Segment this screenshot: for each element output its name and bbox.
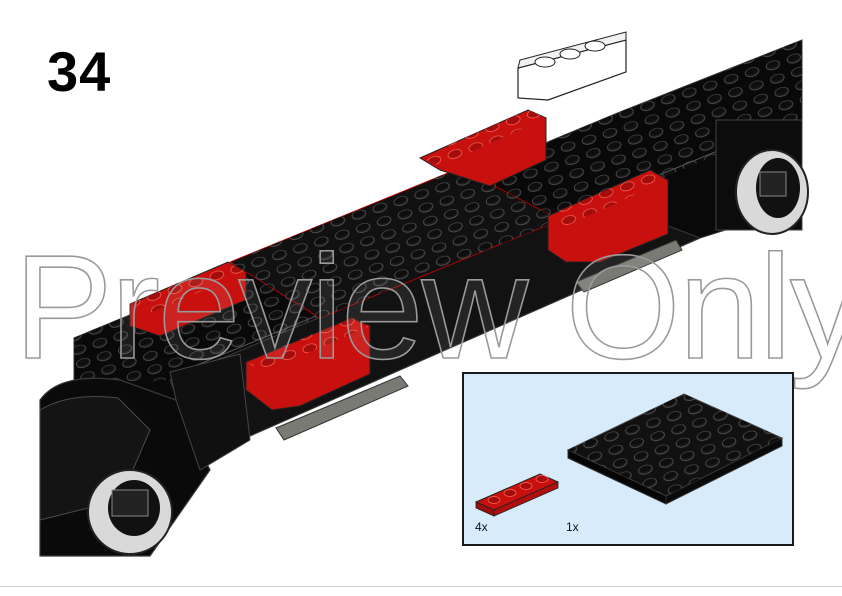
red-plate-left xyxy=(129,261,247,337)
red-plate-top xyxy=(418,109,547,187)
left-cab xyxy=(39,353,251,557)
page-divider xyxy=(0,586,842,587)
parts-illustration xyxy=(474,393,784,517)
step-number: 34 xyxy=(47,40,112,103)
red-plate-bottom xyxy=(245,317,371,411)
right-wheel xyxy=(715,119,809,235)
part-black-plate-6x8 xyxy=(566,393,784,505)
red-plate-right xyxy=(547,169,669,263)
part-red-plate-1x4 xyxy=(474,473,560,517)
quantity-label-red-plate: 4x xyxy=(475,520,488,534)
quantity-label-black-plate: 1x xyxy=(566,520,579,534)
white-brick xyxy=(517,31,627,101)
parts-callout: 4x 1x xyxy=(462,372,794,546)
